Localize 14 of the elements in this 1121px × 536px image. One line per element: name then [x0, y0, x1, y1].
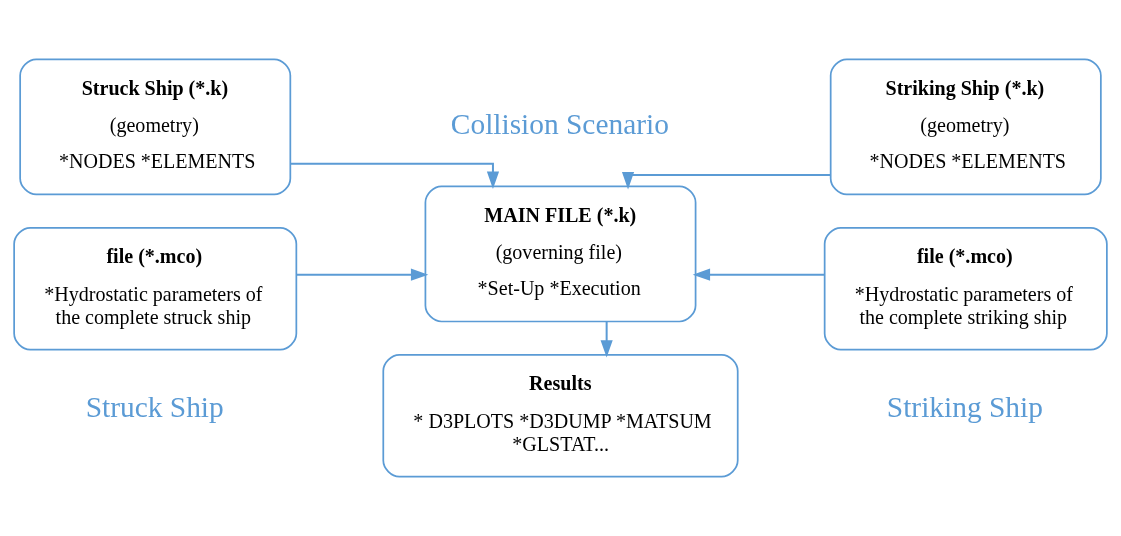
label: Striking Ship — [886, 390, 1043, 423]
arrow — [296, 268, 429, 281]
node-box: Striking Ship (*.k) (geometry) *NODES *ELEMENTS — [829, 58, 1102, 196]
label: Collision Scenario — [450, 108, 669, 141]
node-box: file (*.mco) *Hydrostatic parameters of the complete struck ship — [13, 227, 298, 351]
arrow — [290, 162, 500, 190]
arrow — [621, 171, 831, 190]
arrow — [600, 321, 613, 358]
node-box: Results * D3PLOTS *D3DUMP *MATSUM *GLSTAT... — [382, 354, 739, 478]
node-box: MAIN FILE (*.k) (governing file) *Set-Up *Execution — [424, 185, 697, 323]
arrow — [692, 268, 825, 281]
label: Struck Ship — [85, 390, 224, 423]
node-box: Struck Ship (*.k) (geometry) *NODES *ELEMENTS — [19, 58, 292, 196]
node-box: file (*.mco) *Hydrostatic parameters of the complete striking ship — [823, 227, 1108, 351]
